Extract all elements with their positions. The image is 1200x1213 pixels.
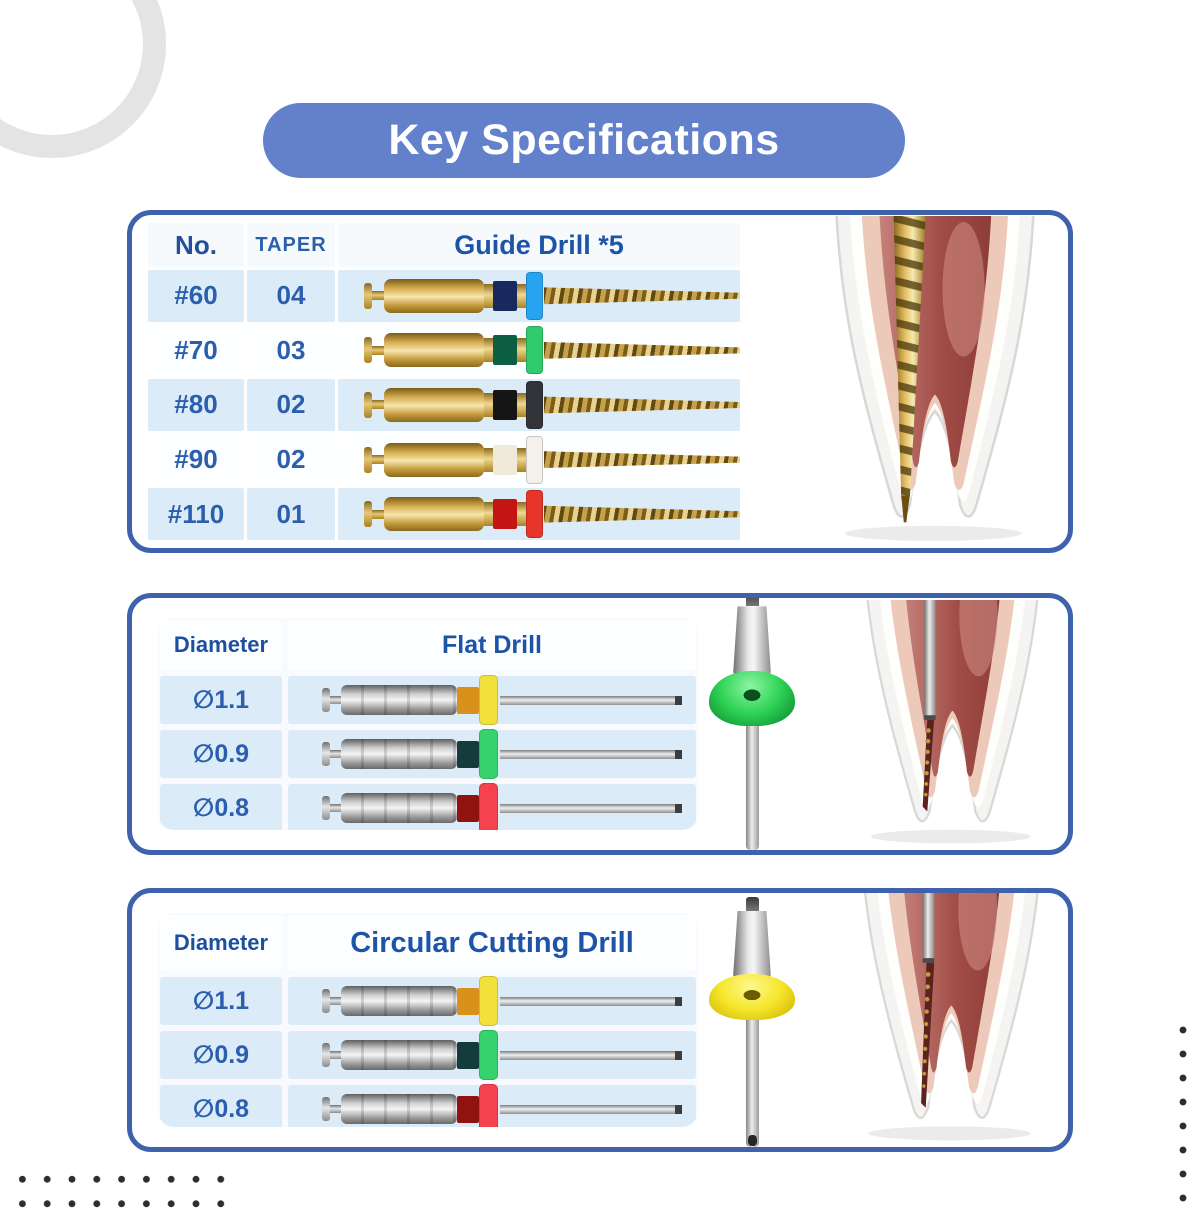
cell-taper: 02 xyxy=(247,433,335,486)
silver-drill-graphic xyxy=(322,976,682,1026)
cell-drill-image xyxy=(338,270,740,322)
dot-grid-right xyxy=(1169,1016,1200,1202)
cell-diameter: ∅0.8 xyxy=(160,784,282,830)
cell-drill-image xyxy=(288,1084,696,1127)
column-header-circular-cutting-drill: Circular Cutting Drill xyxy=(288,915,696,971)
gold-drill-graphic xyxy=(364,380,740,429)
tooth-cross-section-circular xyxy=(806,893,1068,1147)
drill-body xyxy=(733,910,771,978)
vertical-flat-drill-photo xyxy=(698,598,806,850)
cell-diameter: ∅0.9 xyxy=(160,1031,282,1079)
drill-cap xyxy=(745,598,759,607)
column-header-guide-drill: Guide Drill *5 xyxy=(338,223,740,267)
guide-drill-table: No. TAPER Guide Drill *5 #60 04 #70 03 #… xyxy=(148,223,740,540)
silver-drill-graphic xyxy=(322,783,682,830)
yellow-stopper-ring xyxy=(709,973,795,1020)
cell-no: #60 xyxy=(148,270,244,322)
cell-taper: 04 xyxy=(247,270,335,322)
tooth-cross-section-flat xyxy=(806,598,1068,850)
cell-taper: 03 xyxy=(247,324,335,377)
tooth-illustration-flat-drill xyxy=(861,600,1044,845)
green-stopper-ring xyxy=(709,671,795,727)
silver-drill-graphic xyxy=(322,1084,682,1127)
column-header-flat-drill: Flat Drill xyxy=(288,620,696,670)
column-header-no: No. xyxy=(148,223,244,267)
column-header-taper: TAPER xyxy=(247,223,335,267)
gold-drill-graphic xyxy=(364,326,740,375)
cell-diameter: ∅1.1 xyxy=(160,676,282,724)
gold-drill-graphic xyxy=(364,271,740,320)
flat-drill-panel: Diameter Flat Drill ∅1.1 ∅0.9 ∅0.8 xyxy=(127,593,1073,855)
gold-drill-graphic xyxy=(364,490,740,539)
column-header-diameter: Diameter xyxy=(160,620,282,670)
drill-rod xyxy=(745,718,759,850)
dot-grid-bottom-left xyxy=(8,1165,230,1213)
gold-drill-graphic xyxy=(364,435,740,484)
cell-drill-image xyxy=(288,1030,696,1080)
silver-drill-graphic xyxy=(322,1030,682,1080)
tooth-cross-section-guide xyxy=(714,215,1068,548)
drill-tip xyxy=(745,897,759,911)
cell-no: #80 xyxy=(148,379,244,431)
cell-diameter: ∅0.9 xyxy=(160,730,282,778)
cell-diameter: ∅1.1 xyxy=(160,977,282,1025)
column-header-diameter: Diameter xyxy=(160,915,282,971)
cell-drill-image xyxy=(338,324,740,377)
cell-drill-image xyxy=(288,783,696,830)
circular-cutting-drill-panel: Diameter Circular Cutting Drill ∅1.1 ∅0.… xyxy=(127,888,1073,1152)
drill-hollow-rod xyxy=(745,1011,759,1147)
silver-drill-graphic xyxy=(322,729,682,779)
cell-drill-image xyxy=(338,379,740,431)
vertical-circular-drill-photo xyxy=(698,897,806,1147)
cell-drill-image xyxy=(288,675,696,725)
circle-decoration xyxy=(0,0,166,158)
tooth-illustration-circular-drill xyxy=(858,893,1044,1142)
cell-drill-image xyxy=(338,433,740,486)
cell-no: #70 xyxy=(148,324,244,377)
guide-drill-panel: No. TAPER Guide Drill *5 #60 04 #70 03 #… xyxy=(127,210,1073,553)
cell-no: #90 xyxy=(148,433,244,486)
silver-drill-graphic xyxy=(322,675,682,725)
cell-taper: 02 xyxy=(247,379,335,431)
cell-drill-image xyxy=(288,976,696,1026)
circular-cutting-drill-table: Diameter Circular Cutting Drill ∅1.1 ∅0.… xyxy=(158,913,698,1127)
title-banner: Key Specifications xyxy=(263,103,905,178)
tooth-illustration-gold-drill xyxy=(834,216,1037,543)
page-title: Key Specifications xyxy=(388,116,780,164)
cell-taper: 01 xyxy=(247,488,335,540)
cell-drill-image xyxy=(288,729,696,779)
cell-no: #110 xyxy=(148,488,244,540)
cell-diameter: ∅0.8 xyxy=(160,1085,282,1127)
drill-body xyxy=(733,606,771,675)
cell-drill-image xyxy=(338,488,740,540)
flat-drill-table: Diameter Flat Drill ∅1.1 ∅0.9 ∅0.8 xyxy=(158,618,698,830)
